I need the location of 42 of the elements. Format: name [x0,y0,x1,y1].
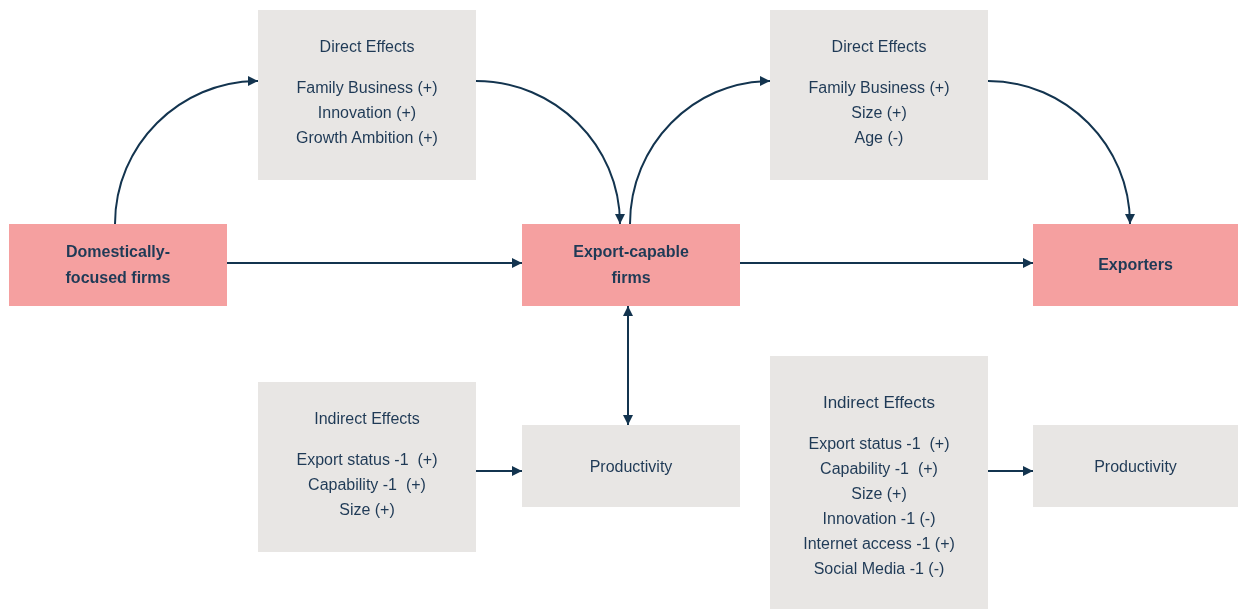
box-label: Domestically-focused firms [64,242,172,288]
factor-text: Innovation (+) [317,103,417,123]
stage-box [522,224,740,306]
arrow [987,466,1034,476]
stage-box [9,224,227,306]
arrow [623,305,633,426]
box-heading: Indirect Effects [822,392,936,414]
stage-box [1033,224,1238,306]
arrow [739,258,1034,268]
box-label: Productivity [1094,456,1177,477]
factor-text: Growth Ambition (+) [296,128,438,148]
box-label: Export-capable firms [572,242,690,288]
factor-text: Innovation -1 (-) [822,509,936,529]
box-heading: Direct Effects [319,37,415,57]
factor-box [522,425,740,507]
box-label: Productivity [589,456,673,477]
factor-text: Capability -1 (+) [308,475,426,495]
factor-box [770,356,988,609]
factor-text: Internet access -1 (+) [803,534,955,554]
factor-text: Export status -1 (+) [808,434,950,454]
factor-text: Size (+) [851,103,907,123]
factor-text: Size (+) [339,500,395,520]
box-heading: Indirect Effects [314,409,420,429]
arrow [226,258,523,268]
factor-text: Age (-) [854,128,904,148]
factor-box [770,10,988,180]
box-heading: Direct Effects [831,37,927,57]
factor-text: Capability -1 (+) [820,459,938,479]
factor-text: Export status -1 (+) [296,450,438,470]
factor-box [258,382,476,552]
box-label: Exporters [1097,255,1174,275]
factor-text: Social Media -1 (-) [813,559,945,579]
factor-text: Size (+) [851,484,907,504]
arrow [475,80,625,225]
arrow [987,80,1135,225]
factor-box [258,10,476,180]
arrow [475,466,523,476]
factor-box [1033,425,1238,507]
factor-text: Family Business (+) [296,78,438,98]
arrow [629,76,771,225]
arrow [114,76,259,225]
factor-text: Family Business (+) [808,78,950,98]
